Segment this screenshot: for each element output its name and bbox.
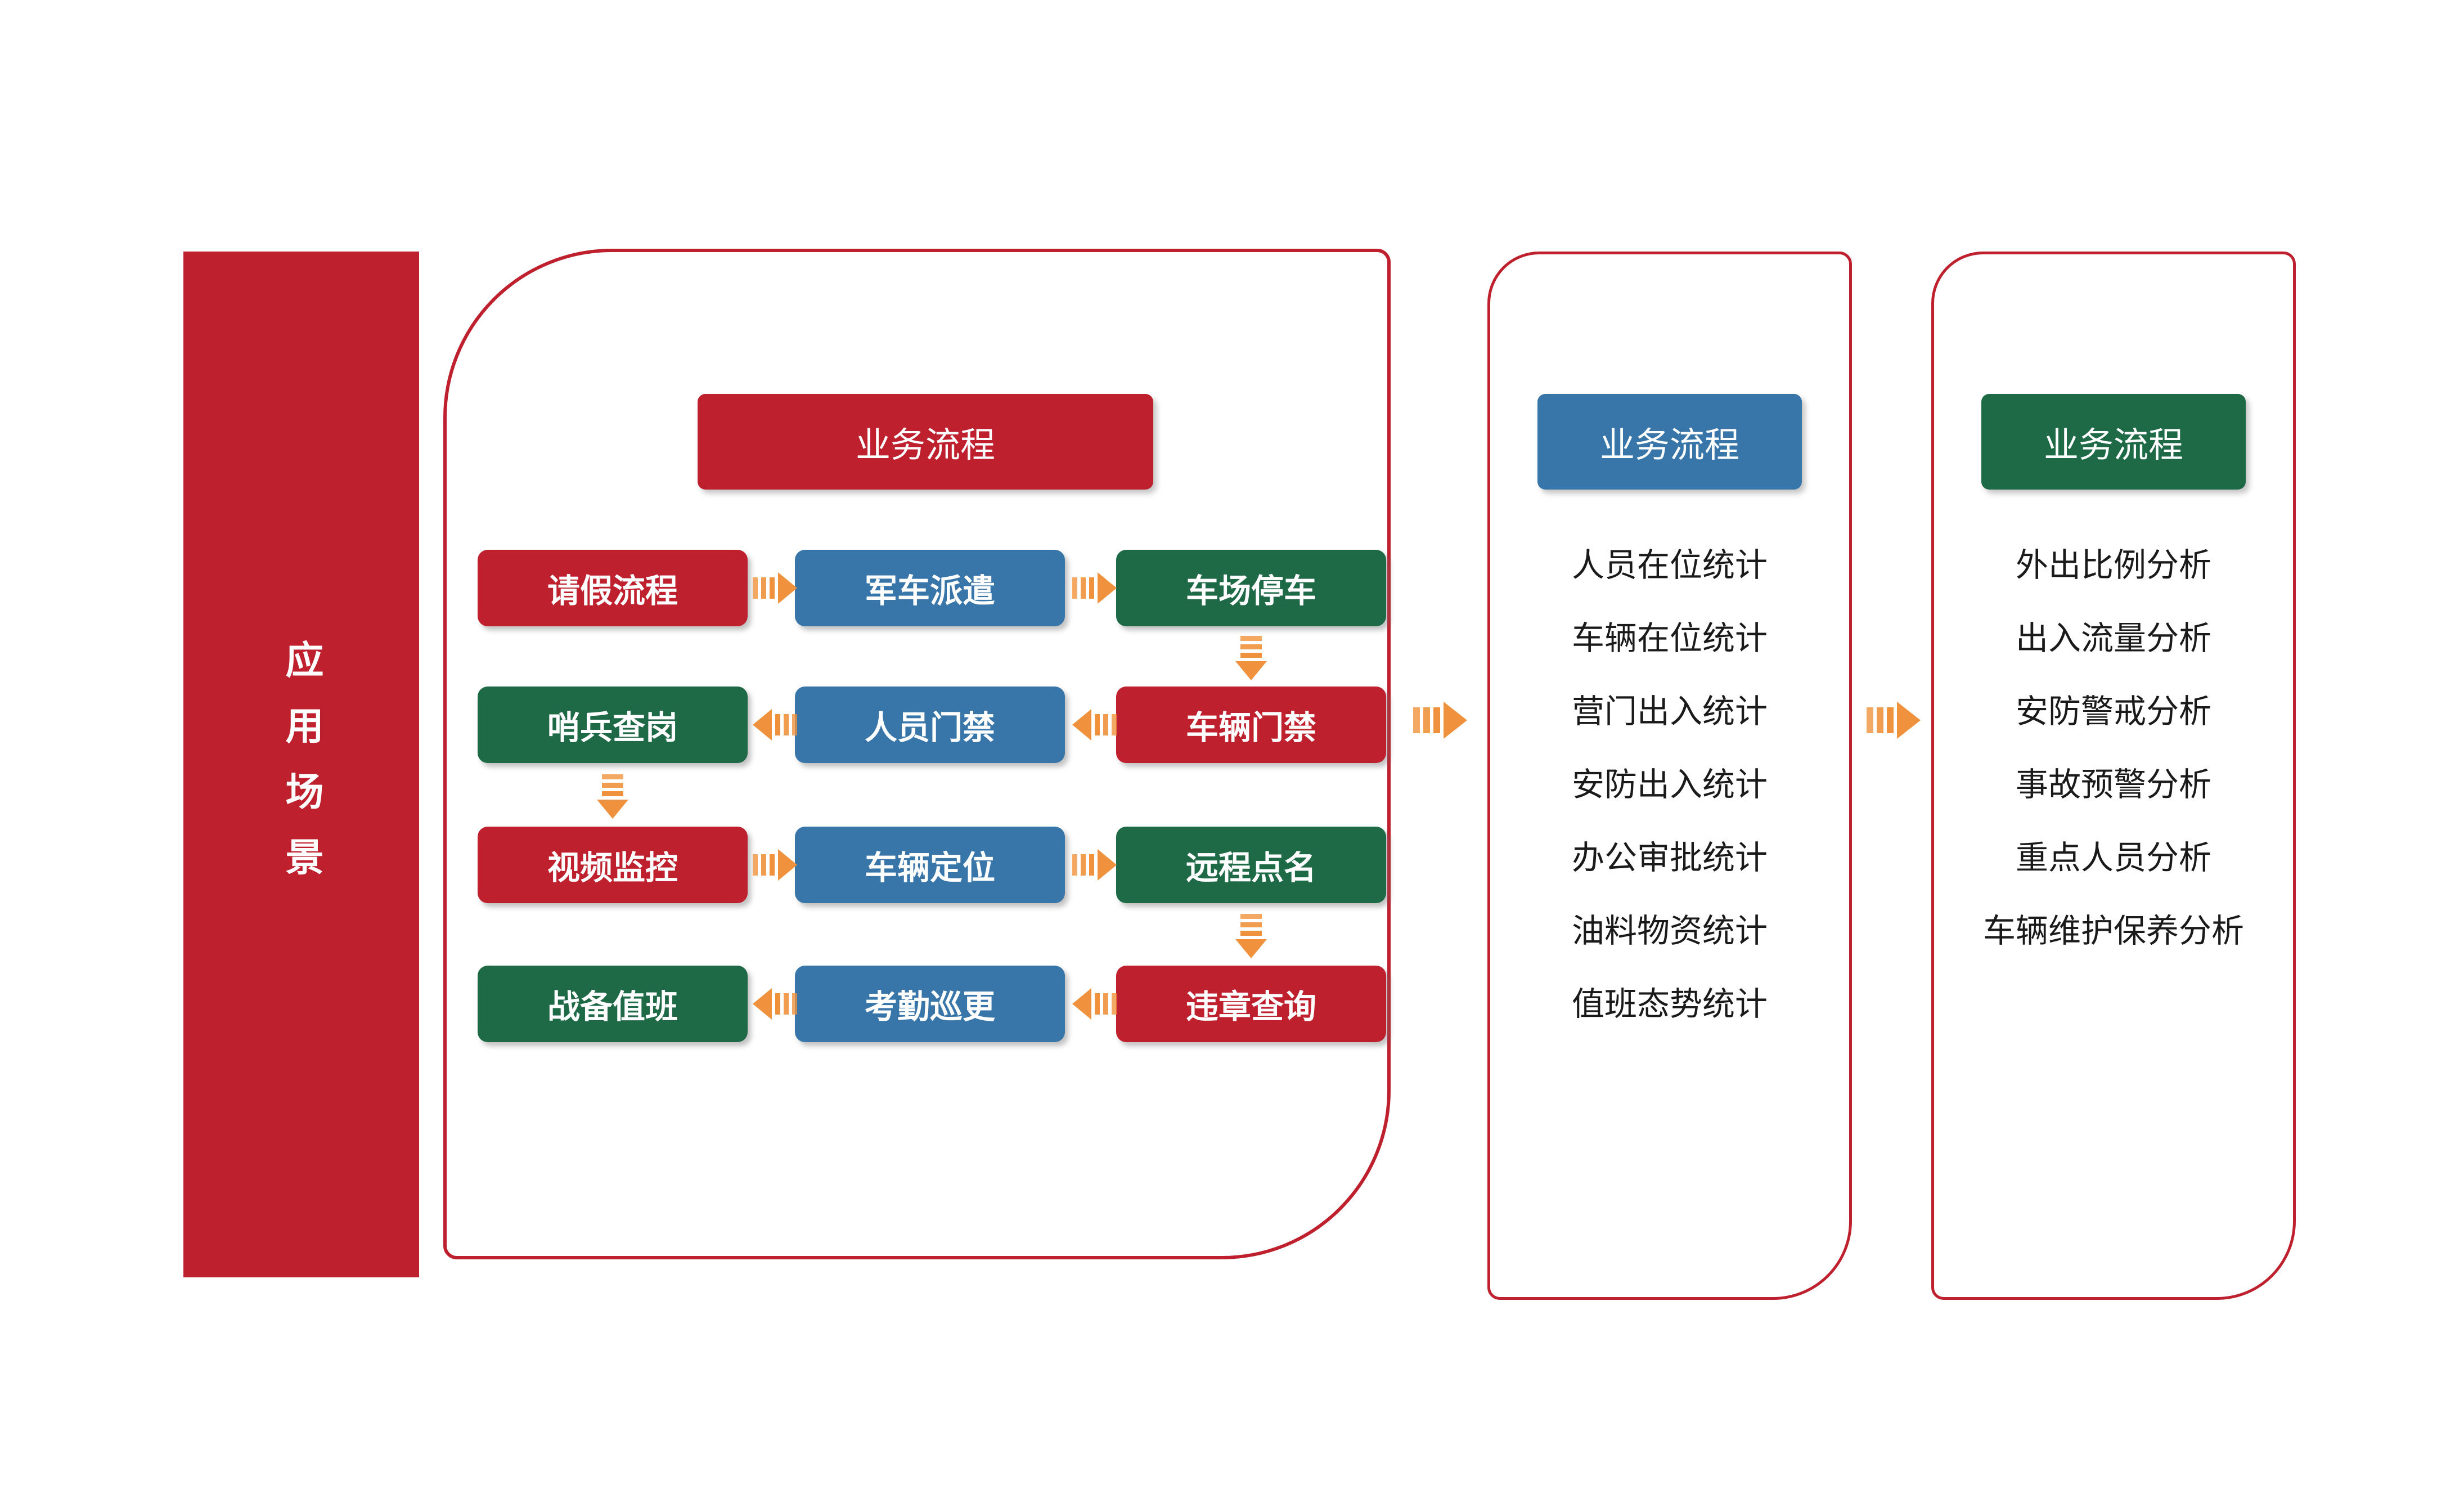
arrow-head xyxy=(597,800,628,819)
arrow-tail-bar xyxy=(761,577,766,599)
flow-step-box: 违章查询 xyxy=(1116,966,1386,1042)
flow-step-box: 军车派遣 xyxy=(795,550,1065,626)
arrow-tail-bar xyxy=(1072,577,1077,599)
arrow-tail-bar xyxy=(792,714,797,735)
arrow-head xyxy=(1072,988,1091,1020)
application-scenarios-banner: 应用场景 xyxy=(183,252,419,1277)
stat-item: 值班态势统计 xyxy=(1571,986,1768,1022)
flow-arrow-down-icon xyxy=(1235,914,1267,958)
arrow-head xyxy=(1235,939,1267,958)
arrow-tail-bar xyxy=(1877,707,1883,733)
arrow-tail-bar xyxy=(1867,707,1873,733)
analysis-list: 外出比例分析 出入流量分析 安防警戒分析 事故预警分析 重点人员分析 车辆维护保… xyxy=(1943,546,2285,950)
flow-arrow-left-icon xyxy=(753,709,797,741)
panel-link-arrow-icon xyxy=(1413,702,1467,739)
stat-item: 办公审批统计 xyxy=(1571,840,1768,876)
arrow-tail-bar xyxy=(1089,854,1094,876)
arrow-tail-bar xyxy=(753,854,758,876)
flow-arrow-right-icon xyxy=(1072,572,1117,604)
arrow-tail-bar xyxy=(1240,636,1262,641)
flow-arrow-down-icon xyxy=(597,774,628,819)
analysis-item: 车辆维护保养分析 xyxy=(1982,913,2244,949)
arrow-tail-bar xyxy=(753,577,758,599)
arrow-head xyxy=(753,709,772,741)
arrow-tail-bar xyxy=(792,993,797,1015)
arrow-tail-bar xyxy=(1112,714,1117,735)
arrow-tail-bar xyxy=(1112,993,1117,1015)
flow-arrow-right-icon xyxy=(1072,849,1117,881)
flow-step-box: 哨兵查岗 xyxy=(478,687,748,763)
arrow-tail-bar xyxy=(1240,922,1262,927)
arrow-tail-bar xyxy=(1095,993,1100,1015)
flow-step-box: 车辆定位 xyxy=(795,827,1065,903)
arrow-tail-bar xyxy=(784,714,789,735)
flow-arrow-left-icon xyxy=(1072,709,1117,741)
arrow-tail-bar xyxy=(602,774,623,779)
arrow-tail-bar xyxy=(775,993,780,1015)
flow-arrow-left-icon xyxy=(1072,988,1117,1020)
flow-step-box: 战备值班 xyxy=(478,966,748,1042)
arrow-tail-bar xyxy=(1413,707,1420,733)
analysis-item: 安防警戒分析 xyxy=(2015,693,2211,730)
flow-step-box: 请假流程 xyxy=(478,550,748,626)
statistics-panel-header: 业务流程 xyxy=(1537,394,1802,490)
arrow-tail-bar xyxy=(1240,653,1262,658)
arrow-head xyxy=(778,849,797,881)
arrow-head xyxy=(1235,661,1267,680)
arrow-tail-bar xyxy=(1433,707,1440,733)
flow-arrow-right-icon xyxy=(753,572,797,604)
arrow-head xyxy=(1098,572,1117,604)
analysis-item: 事故预警分析 xyxy=(2015,766,2211,803)
flow-step-box: 人员门禁 xyxy=(795,687,1065,763)
flow-arrow-right-icon xyxy=(753,849,797,881)
stat-item: 油料物资统计 xyxy=(1571,913,1768,949)
arrow-head xyxy=(753,988,772,1020)
stat-item: 人员在位统计 xyxy=(1571,547,1768,584)
flow-step-box: 视频监控 xyxy=(478,827,748,903)
arrow-tail-bar xyxy=(770,577,775,599)
arrow-tail-bar xyxy=(602,791,623,796)
arrow-tail-bar xyxy=(775,714,780,735)
flow-step-box: 远程点名 xyxy=(1116,827,1386,903)
flow-arrow-down-icon xyxy=(1235,636,1267,680)
arrow-head xyxy=(778,572,797,604)
arrow-tail-bar xyxy=(1887,707,1894,733)
arrow-head xyxy=(1072,709,1091,741)
arrow-head xyxy=(1444,702,1467,739)
flow-step-box: 车辆门禁 xyxy=(1116,687,1386,763)
stat-item: 营门出入统计 xyxy=(1571,693,1768,730)
stat-item: 安防出入统计 xyxy=(1571,766,1768,803)
arrow-tail-bar xyxy=(1240,914,1262,919)
arrow-tail-bar xyxy=(1089,577,1094,599)
arrow-tail-bar xyxy=(1423,707,1430,733)
analysis-panel-header: 业务流程 xyxy=(1981,394,2246,490)
panel-link-arrow-icon xyxy=(1867,702,1921,739)
arrow-tail-bar xyxy=(602,783,623,788)
arrow-tail-bar xyxy=(784,993,789,1015)
analysis-item: 出入流量分析 xyxy=(2015,620,2211,657)
arrow-tail-bar xyxy=(1240,931,1262,936)
flow-step-box: 考勤巡更 xyxy=(795,966,1065,1042)
arrow-tail-bar xyxy=(1095,714,1100,735)
flow-panel-header: 业务流程 xyxy=(698,394,1153,490)
arrow-tail-bar xyxy=(1081,577,1086,599)
arrow-tail-bar xyxy=(761,854,766,876)
flow-step-box: 车场停车 xyxy=(1116,550,1386,626)
analysis-item: 重点人员分析 xyxy=(2015,840,2211,876)
arrow-tail-bar xyxy=(1103,993,1108,1015)
analysis-item: 外出比例分析 xyxy=(2015,547,2211,584)
flow-arrow-left-icon xyxy=(753,988,797,1020)
arrow-tail-bar xyxy=(1103,714,1108,735)
arrow-tail-bar xyxy=(1072,854,1077,876)
arrow-tail-bar xyxy=(770,854,775,876)
application-scenarios-label: 应用场景 xyxy=(280,639,322,903)
arrow-tail-bar xyxy=(1240,644,1262,649)
arrow-head xyxy=(1098,849,1117,881)
stat-item: 车辆在位统计 xyxy=(1571,620,1768,657)
statistics-list: 人员在位统计 车辆在位统计 营门出入统计 安防出入统计 办公审批统计 油料物资统… xyxy=(1499,546,1841,1024)
arrow-tail-bar xyxy=(1081,854,1086,876)
arrow-head xyxy=(1897,702,1921,739)
